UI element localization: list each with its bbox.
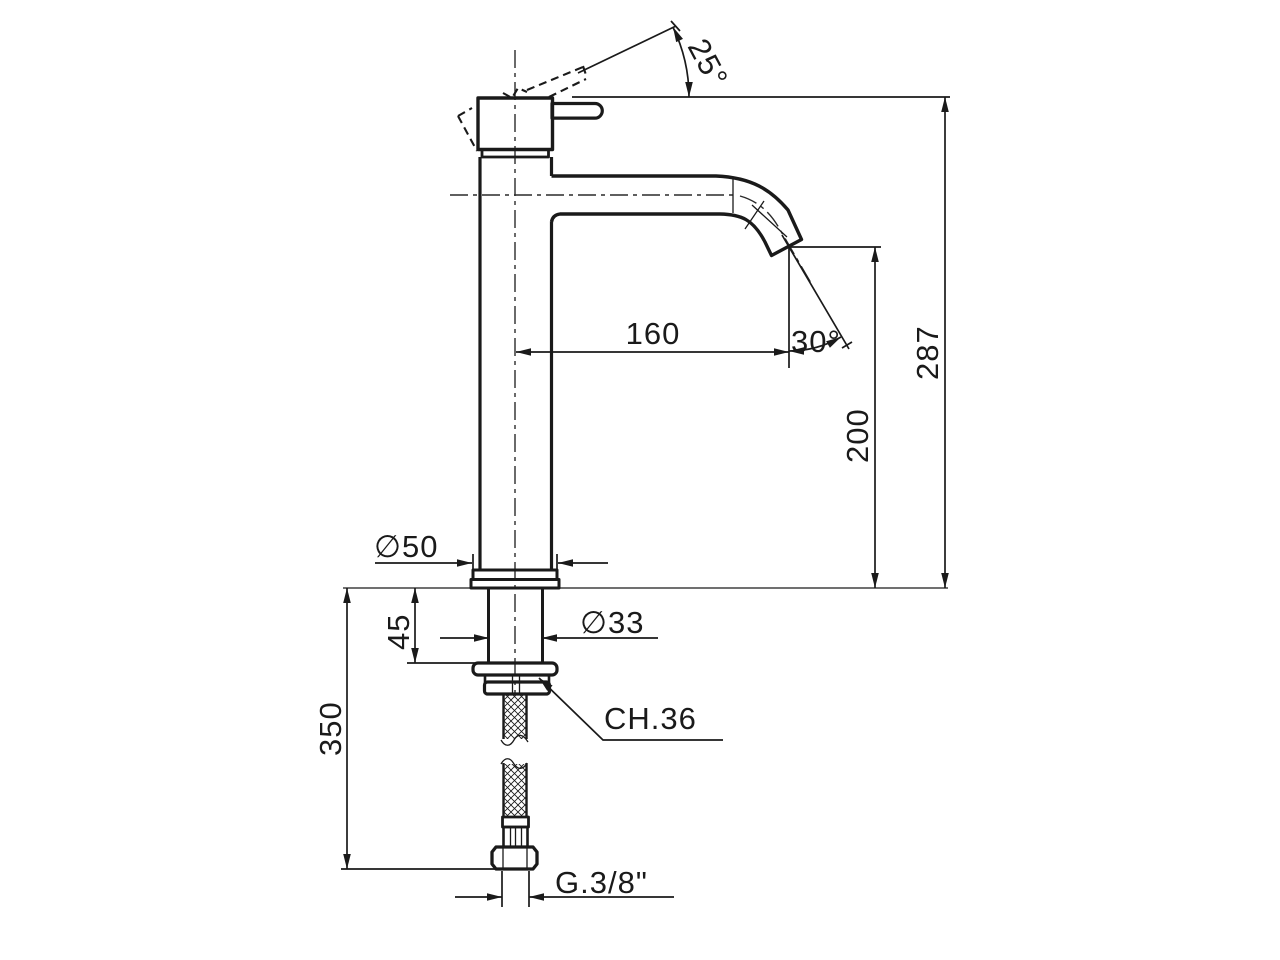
dimension-overall-height: 287 bbox=[910, 97, 949, 588]
hose-lower-sides bbox=[502, 763, 528, 817]
hex-nut-facet-lines bbox=[502, 848, 528, 868]
extension-lines bbox=[501, 871, 530, 907]
tilted-lever-bottom bbox=[548, 78, 587, 98]
faucet-body-outline bbox=[469, 96, 804, 871]
hose-braid-lower bbox=[504, 764, 527, 817]
dim-outlet-angle-label: 30° bbox=[791, 324, 841, 359]
dim-overall-height-label: 287 bbox=[910, 325, 945, 380]
arrowhead bbox=[542, 634, 557, 642]
arrowhead bbox=[343, 854, 351, 869]
dimension-hose-length: 350 bbox=[313, 588, 532, 870]
extension-lines bbox=[472, 554, 558, 570]
dim-spout-height-label: 200 bbox=[840, 408, 875, 463]
arrowhead bbox=[789, 347, 804, 355]
arrowhead bbox=[685, 82, 693, 97]
locknut-facet-lines bbox=[511, 676, 521, 693]
arrowhead bbox=[516, 348, 531, 356]
tilted-lever-top bbox=[526, 66, 584, 91]
arrowhead bbox=[411, 648, 419, 663]
tilted-lever-end bbox=[582, 65, 588, 79]
dimension-deck-thickness: 45 bbox=[381, 588, 490, 664]
hose-braid-upper bbox=[504, 694, 527, 739]
hose-upper-sides bbox=[502, 693, 528, 739]
construction-details bbox=[343, 177, 948, 589]
collar-ring bbox=[480, 148, 550, 159]
dimension-spout-height: 200 bbox=[789, 246, 881, 588]
arrowhead bbox=[941, 573, 949, 588]
arrowhead bbox=[558, 559, 573, 567]
handle-tilted-position bbox=[457, 65, 588, 152]
leader-line bbox=[538, 677, 723, 741]
pivot-break-mark bbox=[502, 86, 528, 100]
arrowhead bbox=[871, 573, 879, 588]
arrowhead bbox=[343, 588, 351, 603]
dimension-handle-angle: 25° bbox=[572, 20, 950, 98]
hose-break-upper bbox=[500, 734, 529, 746]
arrowhead bbox=[539, 678, 553, 692]
tilted-head-edge bbox=[457, 107, 478, 152]
dim-hose-connection-label: G.3/8" bbox=[555, 865, 648, 900]
mounting-shank bbox=[487, 588, 544, 663]
arrowhead bbox=[826, 337, 841, 348]
lever-handle bbox=[550, 101, 604, 120]
arrowhead bbox=[941, 97, 949, 112]
angle-reference-line bbox=[577, 20, 681, 74]
arrowhead bbox=[457, 559, 472, 567]
hose-break-lower bbox=[500, 758, 528, 770]
spout-outline bbox=[549, 174, 804, 258]
dim-deck-thickness-label: 45 bbox=[381, 614, 416, 650]
dim-hose-length-label: 350 bbox=[313, 701, 348, 756]
hose-ferrule bbox=[501, 815, 530, 829]
centerlines bbox=[450, 50, 812, 693]
angle-reference-line bbox=[781, 234, 853, 350]
dim-wrench-size-label: CH.36 bbox=[604, 701, 697, 736]
dim-shank-diameter-label: ∅33 bbox=[580, 605, 645, 640]
arrowhead bbox=[774, 348, 789, 356]
arrowhead bbox=[411, 588, 419, 603]
outlet-centerline bbox=[739, 195, 812, 284]
bend-section-lines bbox=[744, 200, 788, 238]
arrowhead bbox=[871, 247, 879, 262]
dimension-shank-diameter: ∅33 bbox=[440, 605, 658, 642]
dimension-spout-reach: 160 bbox=[516, 247, 790, 368]
dimension-outlet-angle: 30° bbox=[781, 234, 853, 359]
arrowhead bbox=[474, 634, 489, 642]
dimension-hose-connection: G.3/8" bbox=[455, 865, 674, 907]
arrowhead bbox=[673, 27, 683, 43]
locknut bbox=[482, 680, 552, 696]
dim-body-diameter-label: ∅50 bbox=[374, 529, 439, 564]
arrowhead bbox=[487, 893, 502, 901]
callout-wrench-size: CH.36 bbox=[538, 677, 723, 741]
hose-hex-nut bbox=[490, 845, 539, 871]
dimension-body-diameter: ∅50 bbox=[374, 529, 608, 570]
arrowhead bbox=[529, 893, 544, 901]
base-flange-lower bbox=[469, 578, 561, 590]
dim-spout-reach-label: 160 bbox=[626, 316, 681, 351]
body-column bbox=[478, 157, 554, 570]
braided-hose bbox=[500, 693, 529, 817]
fitting-rib-lines bbox=[509, 828, 523, 846]
